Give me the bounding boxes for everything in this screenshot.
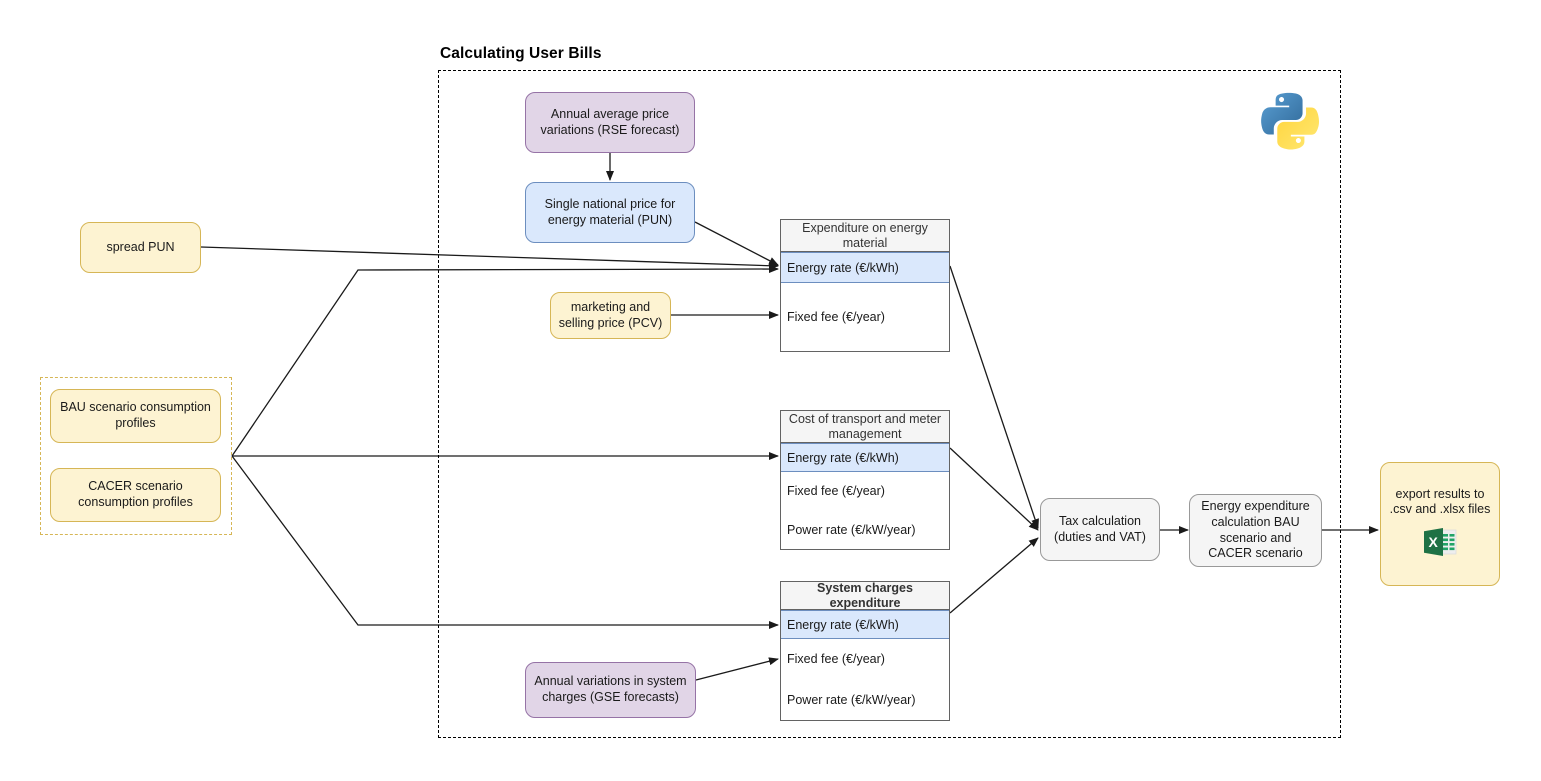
table-transport-header: Cost of transport and meter management xyxy=(781,411,949,443)
python-logo-icon xyxy=(1258,89,1320,156)
table-cost-transport-meter-management: Cost of transport and meter management E… xyxy=(780,410,950,550)
node-single-national-price-label: Single national price for energy materia… xyxy=(544,196,676,227)
excel-file-icon: X xyxy=(1423,527,1457,562)
table-system-charges-row-fixed-fee[interactable]: Fixed fee (€/year) xyxy=(787,652,885,666)
node-tax-calculation[interactable]: Tax calculation (duties and VAT) xyxy=(1040,498,1160,561)
node-spread-pun-label: spread PUN xyxy=(106,239,175,254)
node-bau-scenario-profiles-label: BAU scenario consumption profiles xyxy=(60,400,211,430)
node-cacer-scenario-profiles[interactable]: CACER scenario consumption profiles xyxy=(50,468,221,522)
node-spread-pun[interactable]: spread PUN xyxy=(80,222,201,273)
node-annual-system-charges-label: Annual variations in system charges (GSE… xyxy=(534,674,687,704)
table-expenditure-row-fixed-fee[interactable]: Fixed fee (€/year) xyxy=(787,310,885,324)
table-expenditure-row-energy-rate[interactable]: Energy rate (€/kWh) xyxy=(781,252,949,283)
table-system-charges-expenditure: System charges expenditure Energy rate (… xyxy=(780,581,950,721)
table-transport-row-energy-rate[interactable]: Energy rate (€/kWh) xyxy=(781,443,949,472)
node-cacer-scenario-profiles-label: CACER scenario consumption profiles xyxy=(78,479,193,509)
node-export-results[interactable]: export results to .csv and .xlsx files X xyxy=(1380,462,1500,586)
table-transport-row-fixed-fee[interactable]: Fixed fee (€/year) xyxy=(787,484,885,498)
svg-text:X: X xyxy=(1429,534,1439,550)
node-energy-expenditure-calculation-label: Energy expenditure calculation BAU scena… xyxy=(1201,499,1310,561)
node-annual-price-variations-label: Annual average price variations (RSE for… xyxy=(540,106,680,137)
table-expenditure-header: Expenditure on energy material xyxy=(781,220,949,252)
table-system-charges-header: System charges expenditure xyxy=(781,581,949,610)
node-marketing-selling-price-label: marketing and selling price (PCV) xyxy=(558,299,663,330)
node-export-results-label: export results to .csv and .xlsx files xyxy=(1389,486,1491,517)
table-system-charges-row-power-rate[interactable]: Power rate (€/kW/year) xyxy=(787,692,916,707)
node-marketing-selling-price[interactable]: marketing and selling price (PCV) xyxy=(550,292,671,339)
node-annual-system-charges[interactable]: Annual variations in system charges (GSE… xyxy=(525,662,696,718)
page-title: Calculating User Bills xyxy=(440,45,602,62)
node-bau-scenario-profiles[interactable]: BAU scenario consumption profiles xyxy=(50,389,221,443)
node-energy-expenditure-calculation[interactable]: Energy expenditure calculation BAU scena… xyxy=(1189,494,1322,567)
node-annual-price-variations[interactable]: Annual average price variations (RSE for… xyxy=(525,92,695,153)
table-expenditure-on-energy-material: Expenditure on energy material Energy ra… xyxy=(780,219,950,352)
node-tax-calculation-label: Tax calculation (duties and VAT) xyxy=(1054,513,1146,544)
node-single-national-price[interactable]: Single national price for energy materia… xyxy=(525,182,695,243)
table-transport-row-power-rate[interactable]: Power rate (€/kW/year) xyxy=(787,522,916,537)
table-system-charges-row-energy-rate[interactable]: Energy rate (€/kWh) xyxy=(781,610,949,639)
